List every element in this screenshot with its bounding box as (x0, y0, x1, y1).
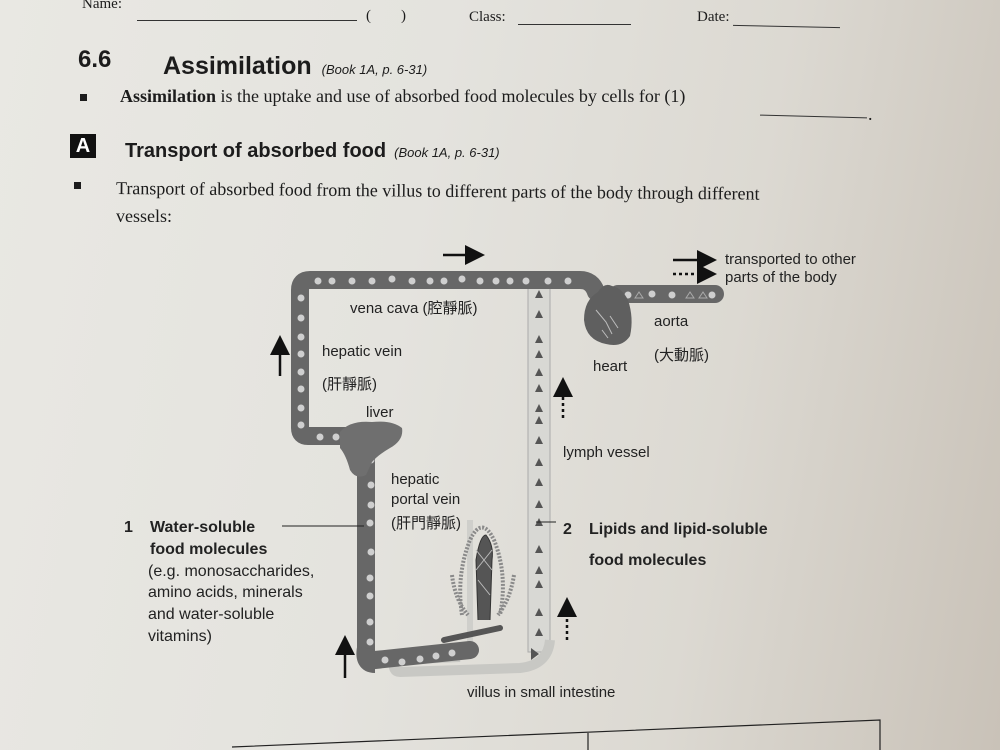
villus-icon (441, 525, 516, 643)
subsection-title: Transport of absorbed food (125, 140, 387, 162)
label-vena-cava: vena cava (腔靜脈) (350, 300, 478, 317)
lymph-triangles (531, 290, 543, 660)
transport-text-line2: vessels: (116, 206, 172, 226)
label-lymph-vessel: lymph vessel (563, 444, 650, 461)
label-hepatic-portal-1: hepatic (391, 471, 440, 488)
item1-desc-line1: (e.g. monosaccharides, (148, 563, 315, 580)
bullet-icon (80, 94, 87, 101)
item1-title-line2: food molecules (150, 541, 268, 558)
item1-desc-line2: amino acids, minerals (148, 584, 303, 601)
label-hepatic-portal-2: portal vein (391, 491, 461, 508)
item2-number: 2 (563, 521, 572, 538)
label-liver: liver (366, 404, 394, 421)
label-villus: villus in small intestine (467, 684, 616, 701)
class-label: Class: (469, 9, 506, 25)
item1-title-line1: Water-soluble (150, 519, 256, 536)
label-aorta-zh: (大動脈) (654, 347, 709, 364)
label-hepatic-portal-zh: (肝門靜脈) (391, 515, 461, 532)
name-label: Name: (82, 0, 122, 12)
definition-term: Assimilation (120, 86, 217, 106)
item2-title-line2: food molecules (589, 552, 707, 569)
name-field[interactable] (137, 20, 357, 21)
item1-number: 1 (124, 519, 133, 536)
table-top-border (231, 719, 881, 750)
date-label: Date: (697, 9, 730, 25)
legend-text-line1: transported to other (725, 251, 856, 268)
liver-icon (340, 421, 403, 477)
definition-text: Assimilation is the uptake and use of ab… (120, 86, 685, 107)
class-field[interactable] (518, 24, 631, 25)
bullet-icon (74, 182, 81, 189)
label-aorta: aorta (654, 313, 689, 330)
item1-desc-line3: and water-soluble (148, 606, 275, 623)
subsection-reference: (Book 1A, p. 6-31) (394, 145, 500, 160)
label-hepatic-vein: hepatic vein (322, 343, 403, 360)
subsection-heading: Transport of absorbed food (Book 1A, p. … (125, 140, 500, 163)
item1-desc-line4: vitamins) (148, 628, 213, 645)
section-reference: (Book 1A, p. 6-31) (321, 62, 428, 77)
definition-period: . (868, 104, 873, 124)
legend-text-line2: parts of the body (725, 269, 837, 286)
vessel-dots (297, 275, 716, 666)
section-title: Assimilation (163, 52, 312, 80)
label-heart: heart (593, 358, 628, 375)
class-number-field[interactable]: ( ) (366, 8, 406, 24)
item2-title-line1: Lipids and lipid-soluble (589, 521, 768, 538)
section-heading: Assimilation (Book 1A, p. 6-31) (163, 52, 427, 81)
heart-icon (584, 284, 632, 345)
label-hepatic-vein-zh: (肝靜脈) (322, 376, 377, 393)
definition-body: is the uptake and use of absorbed food m… (216, 86, 686, 106)
section-number: 6.6 (78, 46, 112, 73)
subsection-badge: A (70, 134, 96, 158)
